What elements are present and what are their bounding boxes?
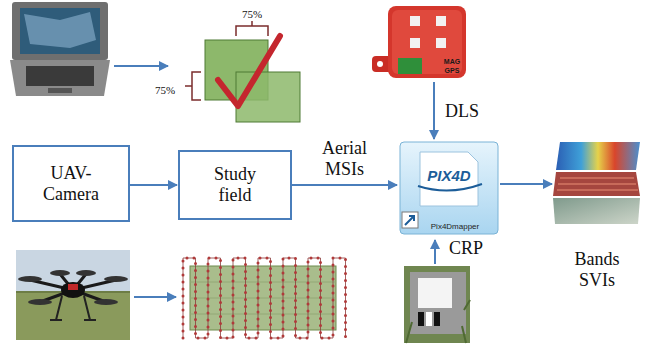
calibration-panel-photo-part <box>404 266 470 343</box>
flight-path-plan <box>183 258 346 338</box>
ground-station-laptop-part <box>26 66 94 86</box>
drone-photo-part <box>16 250 130 292</box>
software-icon <box>400 142 498 234</box>
arrow <box>134 296 176 298</box>
dls-sensor-part <box>436 16 446 26</box>
drone-photo-part <box>76 270 96 276</box>
overlap-figure: 75% 75% <box>145 2 305 124</box>
edge-label: DLS <box>444 100 480 121</box>
software-icon-part <box>400 142 498 234</box>
node-label: Pix4Dmapper <box>431 222 479 231</box>
dls-sensor-part <box>372 56 390 72</box>
flow-arrow <box>292 184 397 186</box>
band-layers-image-part <box>553 198 640 224</box>
node-label: GPS <box>445 67 460 75</box>
ground-station-laptop-part <box>10 60 110 96</box>
dls-sensor-part <box>398 58 422 74</box>
calibration-panel-photo <box>404 266 470 343</box>
overlap-figure <box>185 21 300 122</box>
ground-station-laptop-part <box>48 88 72 93</box>
flow-arrow <box>433 82 435 139</box>
edge-label: Aerial MSIs <box>313 138 377 179</box>
drone-photo-part <box>50 296 96 320</box>
node-label: MAG <box>444 58 460 66</box>
overlap-figure-part <box>185 85 192 87</box>
drone-photo-part <box>16 292 130 340</box>
process-box: UAV-Camera <box>12 145 130 222</box>
overlap-figure-part <box>218 36 280 106</box>
band-layers-image-part <box>556 142 640 170</box>
software-icon: PIX4D Pix4Dmapper <box>398 140 500 236</box>
flight-path-plan-part <box>183 258 346 338</box>
dls-sensor-part <box>388 6 466 78</box>
dls-sensor <box>372 6 466 78</box>
input-label: CRP <box>448 238 484 259</box>
software-icon-part <box>420 152 478 206</box>
overlap-figure-part <box>192 72 201 100</box>
band-layers-image <box>553 142 640 224</box>
calibration-panel-photo-part <box>406 300 470 343</box>
ground-station-laptop <box>10 2 110 96</box>
drone-photo-part <box>30 274 116 302</box>
flow-arrow <box>130 184 177 186</box>
box-label: UAV-Camera <box>36 163 106 204</box>
node-label: 75% <box>242 8 262 21</box>
calibration-panel-photo-part <box>410 272 466 334</box>
calibration-panel-photo-part <box>418 278 452 308</box>
drone-photo-part <box>50 270 70 276</box>
arrow <box>114 65 168 67</box>
drone-photo-part <box>28 299 52 305</box>
flight-path-plan-part <box>183 258 346 338</box>
process-box: Study field <box>178 150 292 220</box>
calibration-panel-photo-part <box>434 312 440 326</box>
drone-photo-part <box>68 284 78 290</box>
node-label: PIX4D <box>427 167 470 184</box>
flow-arrow <box>500 183 552 185</box>
node-label: 75% <box>155 84 175 97</box>
software-icon-part <box>418 184 482 191</box>
calibration-panel-photo-part <box>426 312 432 326</box>
software-icon-part <box>402 212 418 228</box>
dls-sensor: MAGGPS <box>380 4 470 82</box>
drone-photo-part <box>18 276 42 282</box>
dls-sensor-part <box>410 16 420 26</box>
overlap-figure-part <box>236 26 268 36</box>
arrow <box>434 240 436 264</box>
dls-sensor-part <box>410 38 420 48</box>
flight-path-plan-part <box>190 266 336 330</box>
box-label: Study field <box>205 164 265 205</box>
drone-photo-part <box>94 299 118 305</box>
flight-path-plan-part <box>190 282 336 314</box>
band-layers-image-part <box>557 178 638 190</box>
drone-photo-part <box>104 276 128 282</box>
software-icon-part <box>405 216 414 225</box>
output-image: Bands SVIs <box>553 142 640 226</box>
ground-station-laptop-part <box>24 12 96 48</box>
ground-station-laptop-part <box>20 8 100 54</box>
band-layers-image-part <box>553 172 640 196</box>
ground-station-laptop-part <box>12 2 108 60</box>
node-label: Bands SVIs <box>567 249 627 290</box>
dls-sensor-part <box>392 10 462 74</box>
overlap-figure-part <box>251 21 253 26</box>
drone-photo-part <box>61 282 85 298</box>
drone-photo <box>16 250 130 340</box>
calibration-panel-photo-part <box>418 312 424 326</box>
dls-sensor-part <box>377 61 383 67</box>
dls-sensor-part <box>436 38 446 48</box>
